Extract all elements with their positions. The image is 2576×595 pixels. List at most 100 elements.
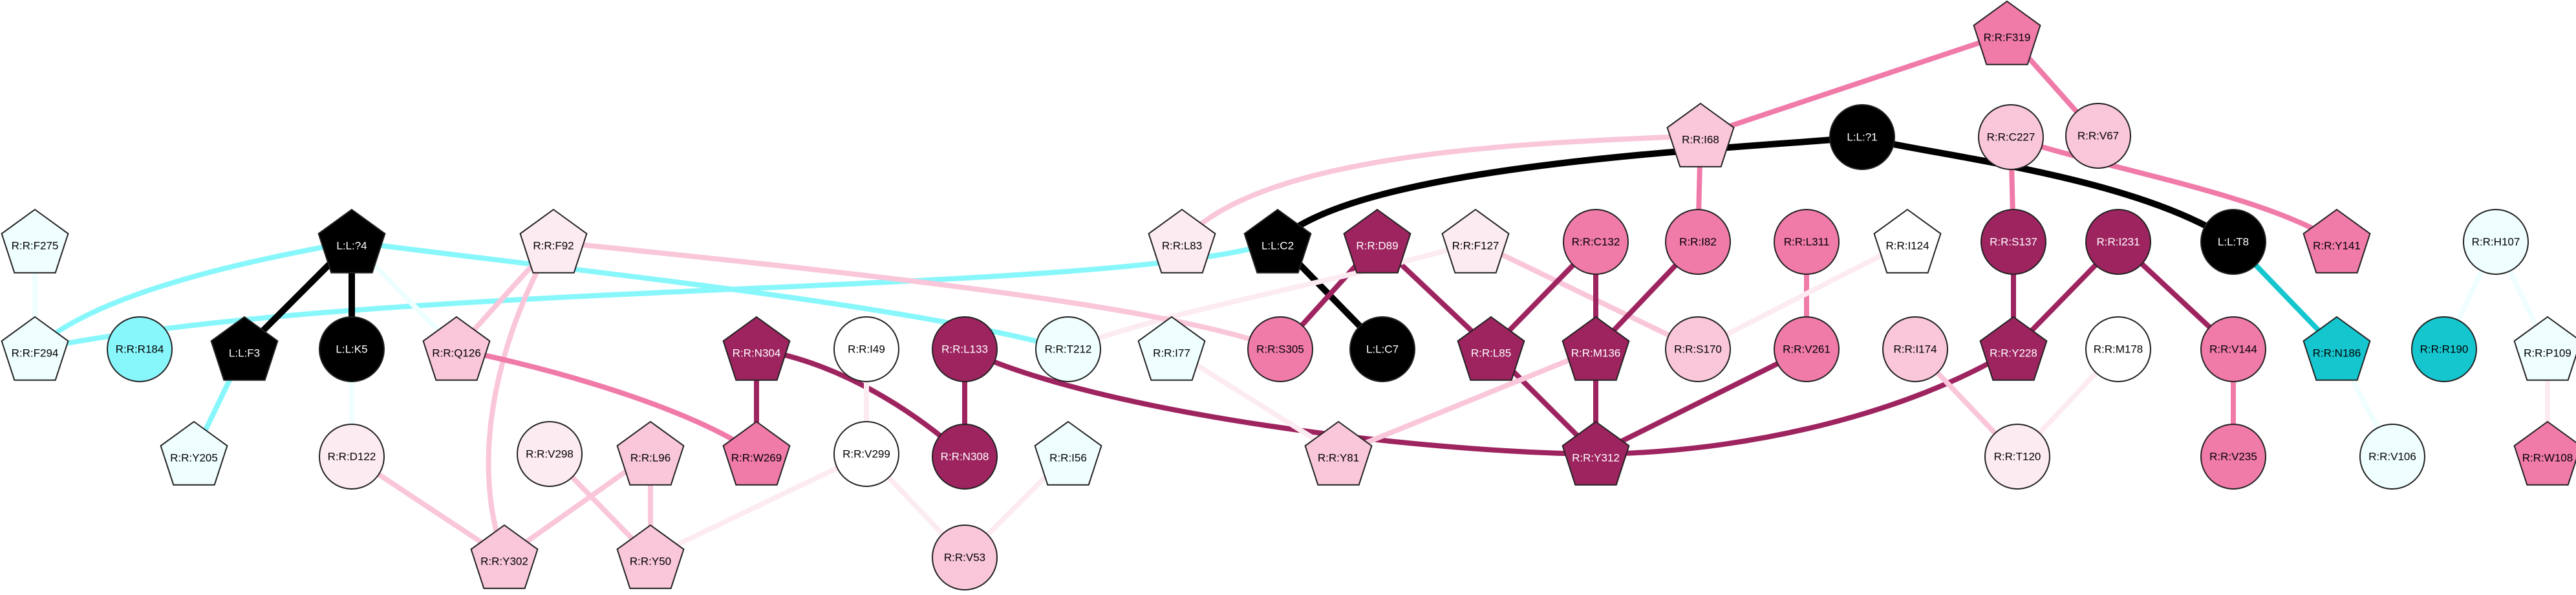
node-label: R:R:C132 (1572, 236, 1620, 248)
edge-layer (32, 31, 2550, 560)
node-circle-shape (1774, 209, 1840, 275)
node-label: R:R:N308 (941, 451, 989, 463)
edge-r-r-m136-to-r-r-y81 (1336, 347, 1598, 457)
node-r-r-t120: R:R:T120 (1984, 424, 2050, 490)
node-label: R:R:L311 (1784, 236, 1830, 248)
node-label: R:R:N304 (733, 347, 781, 360)
node-label: R:R:S137 (1990, 236, 2037, 248)
node-r-r-s170: R:R:S170 (1665, 316, 1731, 382)
node-pentagon-shape (210, 316, 279, 381)
node-r-r-f127: R:R:F127 (1441, 208, 1510, 274)
node-r-r-l83: R:R:L83 (1148, 208, 1216, 274)
node-label: R:R:T120 (1994, 451, 2041, 463)
node-pentagon-shape (1, 316, 69, 381)
node-pentagon-shape (160, 420, 228, 486)
node-pentagon-shape (1979, 316, 2048, 381)
node-r-r-m136: R:R:M136 (1562, 316, 1630, 381)
node-circle-shape (932, 525, 998, 590)
node-r-r-v298: R:R:V298 (517, 421, 583, 487)
node-label: R:R:C227 (1987, 131, 2035, 144)
node-r-r-i56: R:R:I56 (1034, 420, 1102, 486)
node-label: R:R:V144 (2209, 343, 2257, 356)
node-circle-shape (1563, 209, 1629, 275)
node-r-r-c227: R:R:C227 (1978, 104, 2044, 170)
node-r-r-l96: R:R:L96 (616, 420, 685, 486)
node-label: R:R:I49 (848, 343, 885, 356)
node-r-r-t212: R:R:T212 (1035, 316, 1101, 382)
node-r-r-c132: R:R:C132 (1563, 209, 1629, 275)
node-label: R:R:S305 (1256, 343, 1304, 356)
node-r-r-y312: R:R:Y312 (1562, 420, 1630, 486)
node-circle-shape (107, 316, 173, 382)
edge-r-r-i124-to-r-r-s170 (1695, 239, 1910, 352)
edge-l-l-4-to-r-r-f294 (32, 239, 354, 352)
node-r-r-y302: R:R:Y302 (470, 524, 539, 589)
node-r-r-v299: R:R:V299 (833, 421, 899, 487)
edge-l-l-1-to-l-l-t8 (1859, 134, 2237, 245)
edge-r-r-f127-to-r-r-t212 (1066, 239, 1478, 352)
node-r-r-y81: R:R:Y81 (1304, 420, 1373, 486)
node-circle-shape (1882, 316, 1948, 382)
node-r-r-n186: R:R:N186 (2302, 316, 2371, 381)
node-pentagon-shape (1304, 420, 1373, 486)
node-label: R:R:N186 (2313, 347, 2361, 360)
node-pentagon-shape (1873, 208, 1942, 274)
node-r-r-d122: R:R:D122 (319, 424, 385, 490)
node-r-r-i68: R:R:I68 (1666, 102, 1735, 168)
node-circle-shape (2411, 316, 2477, 382)
node-circle-shape (2200, 424, 2266, 490)
node-label: R:R:Y50 (630, 556, 671, 568)
edge-r-r-y228-to-r-r-y312 (1593, 347, 2016, 457)
node-r-r-f92: R:R:F92 (519, 208, 588, 274)
node-r-r-f319: R:R:F319 (1973, 0, 2041, 65)
edge-r-r-l133-to-r-r-y312 (962, 347, 1598, 457)
node-pentagon-shape (1973, 0, 2041, 65)
node-circle-shape (2065, 103, 2131, 169)
node-r-r-i174: R:R:I174 (1882, 316, 1948, 382)
node-circle-shape (932, 424, 998, 490)
node-label: R:R:Q126 (432, 347, 481, 360)
node-r-r-p109: R:R:P109 (2513, 316, 2576, 381)
node-r-r-r190: R:R:R190 (2411, 316, 2477, 382)
node-r-r-y50: R:R:Y50 (616, 524, 685, 589)
node-r-r-i124: R:R:I124 (1873, 208, 1942, 274)
edge-r-r-v299-to-r-r-y50 (648, 451, 869, 560)
node-label: R:R:V53 (944, 552, 985, 564)
node-r-r-i49: R:R:I49 (833, 316, 899, 382)
node-circle-shape (2359, 424, 2425, 490)
node-label: R:R:Y205 (170, 452, 218, 464)
node-pentagon-shape (1137, 316, 1206, 381)
node-l-l-c7: L:L:C7 (1349, 316, 1415, 382)
node-r-r-w269: R:R:W269 (722, 420, 791, 486)
node-circle-shape (1247, 316, 1313, 382)
node-pentagon-shape (1562, 420, 1630, 486)
node-pentagon-shape (722, 316, 791, 381)
node-label: R:R:F319 (1984, 32, 2031, 44)
node-r-r-s305: R:R:S305 (1247, 316, 1313, 382)
node-label: R:R:Y302 (480, 556, 528, 568)
node-label: R:R:F294 (12, 347, 59, 360)
node-label: R:R:D89 (1356, 240, 1398, 252)
node-circle-shape (1774, 316, 1840, 382)
edge-r-r-f92-to-r-r-y302 (486, 239, 556, 560)
node-label: R:R:V298 (526, 448, 574, 460)
node-circle-shape (319, 424, 385, 490)
node-label: R:R:L83 (1162, 240, 1202, 252)
node-r-r-w108: R:R:W108 (2513, 420, 2576, 486)
node-label: L:L:?4 (336, 240, 367, 252)
node-label: R:R:D122 (328, 451, 376, 463)
node-pentagon-shape (1343, 208, 1411, 274)
node-circle-shape (517, 421, 583, 487)
node-pentagon-shape (1562, 316, 1630, 381)
node-pentagon-shape (470, 524, 539, 589)
node-label: L:L:C2 (1261, 240, 1294, 252)
node-label: R:R:V67 (2077, 130, 2119, 142)
node-r-r-v144: R:R:V144 (2200, 316, 2266, 382)
node-label: R:R:Y312 (1572, 452, 1620, 464)
edge-r-r-i77-to-r-r-y81 (1169, 347, 1341, 457)
node-label: R:R:M136 (1571, 347, 1621, 360)
node-label: L:L:F3 (229, 347, 260, 360)
node-r-r-v261: R:R:V261 (1774, 316, 1840, 382)
node-label: R:R:F275 (12, 240, 59, 252)
